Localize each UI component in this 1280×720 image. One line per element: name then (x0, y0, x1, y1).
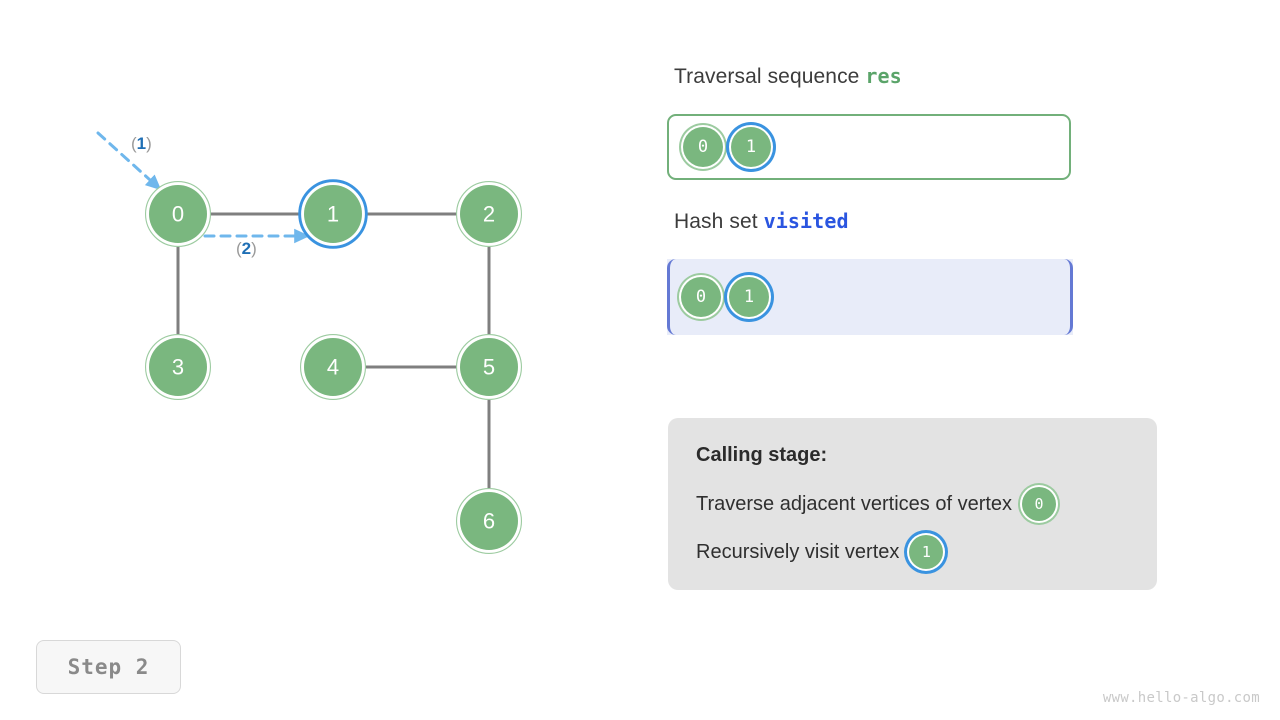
graph-node[interactable]: 4 (300, 334, 366, 400)
graph-node-body (460, 185, 518, 243)
graph-node-ring (298, 179, 368, 249)
calling-stage-line-1-text: Traverse adjacent vertices of vertex (696, 492, 1013, 515)
node-layer: 0 1 2 3 4 5 6 (145, 179, 522, 554)
step-badge: Step 2 (36, 640, 181, 694)
visited-code-label: visited (763, 209, 849, 233)
graph-node-label: 0 (172, 202, 184, 227)
graph-node[interactable]: 1 (298, 179, 368, 249)
visited-vertex-chip: 0 (681, 277, 721, 317)
graph-node[interactable]: 2 (456, 181, 522, 247)
graph-node-label: 2 (483, 202, 495, 227)
graph-node-ring (145, 334, 211, 400)
graph-node-gap-ring (457, 335, 521, 399)
edge-layer (176, 212, 491, 488)
graph-node[interactable]: 5 (456, 334, 522, 400)
calling-stage-line-2-text: Recursively visit vertex (696, 540, 900, 563)
graph-node-ring (300, 334, 366, 400)
set-bracket-right-icon (1059, 259, 1073, 335)
graph-node[interactable]: 6 (456, 488, 522, 554)
graph-node-body (460, 492, 518, 550)
calling-stage-line-2: Recursively visit vertex 1 (696, 528, 1131, 576)
calling-stage-line-1: Traverse adjacent vertices of vertex 0 (696, 480, 1131, 528)
res-vertex-chip: 1 (731, 127, 771, 167)
graph-node-gap-ring (301, 335, 365, 399)
arrow-order-label: (2) (236, 239, 257, 258)
arrow-label-layer: (1) (2) (131, 134, 257, 258)
graph-node-gap-ring (457, 489, 521, 553)
res-heading: Traversal sequence res (674, 64, 902, 89)
graph-node-ring (145, 181, 211, 247)
visited-heading-text: Hash set (674, 210, 764, 233)
graph-node[interactable]: 3 (145, 334, 211, 400)
graph-node-body (149, 338, 207, 396)
graph-node[interactable]: 0 (145, 181, 211, 247)
visited-heading: Hash set visited (674, 209, 849, 234)
res-heading-text: Traversal sequence (674, 65, 866, 88)
arrow-layer (96, 131, 310, 244)
graph-node-gap-ring (146, 335, 210, 399)
calling-stage-line-1-vertex: 0 (1022, 487, 1057, 521)
graph-node-label: 1 (327, 202, 339, 227)
set-bracket-left-icon (667, 259, 681, 335)
graph-node-gap-ring (146, 182, 210, 246)
graph-node-body (304, 338, 362, 396)
graph-canvas: 0 1 2 3 4 5 6 (1) (2) (96, 131, 522, 554)
graph-node-ring (456, 181, 522, 247)
res-code-label: res (865, 64, 902, 88)
graph-node-label: 3 (172, 355, 184, 380)
graph-node-body (304, 185, 362, 243)
visited-vertex-chip: 1 (729, 277, 769, 317)
graph-node-label: 6 (483, 509, 495, 534)
calling-stage-title: Calling stage: (696, 444, 828, 466)
graph-node-label: 5 (483, 355, 495, 380)
pointer-arrow-icon (96, 131, 162, 191)
graph-node-body (149, 185, 207, 243)
arrow-order-label: (1) (131, 134, 152, 153)
res-vertex-chip: 0 (683, 127, 723, 167)
graph-node-gap-ring (457, 182, 521, 246)
watermark: www.hello-algo.com (1102, 690, 1260, 706)
graph-node-body (460, 338, 518, 396)
calling-stage-box: Calling stage: Traverse adjacent vertice… (668, 418, 1157, 590)
graph-node-ring (456, 488, 522, 554)
graph-node-gap-ring (301, 182, 365, 246)
calling-stage-line-2-vertex: 1 (909, 535, 944, 569)
graph-node-ring (456, 334, 522, 400)
graph-node-label: 4 (327, 355, 339, 380)
graph-panel: 0 1 2 3 4 5 6 (1) (2) (96, 131, 522, 554)
